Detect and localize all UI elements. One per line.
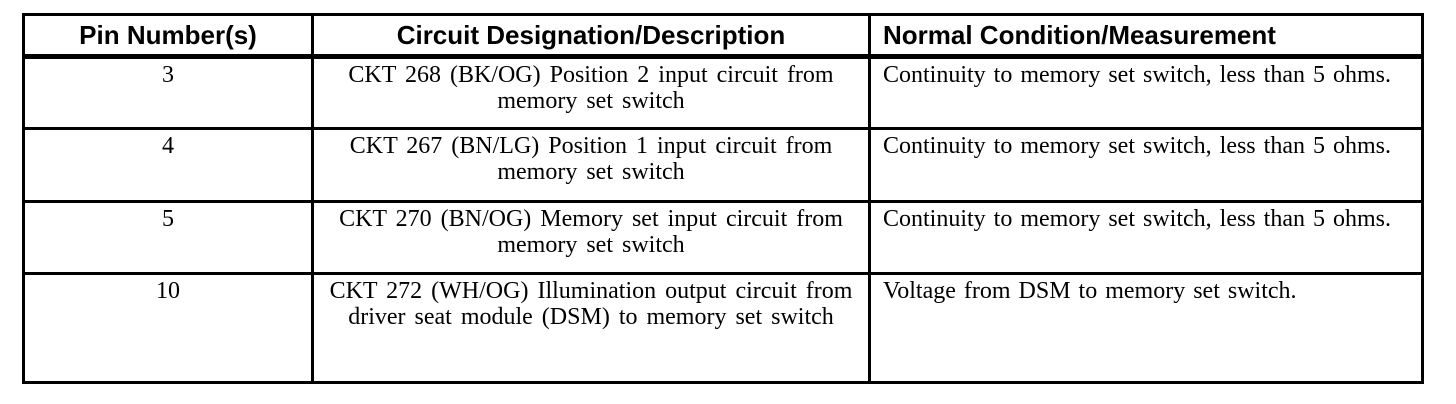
header-row: Pin Number(s) Circuit Designation/Descri… [22, 13, 1424, 59]
circuit-description-cell: CKT 268 (BK/OG) Position 2 input circuit… [311, 55, 871, 130]
header-circuit-designation: Circuit Designation/Description [311, 13, 871, 59]
pin-number-cell: 4 [22, 127, 314, 203]
table-body: 3 CKT 268 (BK/OG) Position 2 input circu… [22, 55, 1424, 384]
table-row: 3 CKT 268 (BK/OG) Position 2 input circu… [22, 55, 1424, 130]
normal-condition-cell: Continuity to memory set switch, less th… [868, 55, 1424, 130]
pin-number-cell: 10 [22, 272, 314, 384]
normal-condition-cell: Continuity to memory set switch, less th… [868, 127, 1424, 203]
header-normal-condition: Normal Condition/Measurement [868, 13, 1424, 59]
normal-condition-cell: Continuity to memory set switch, less th… [868, 200, 1424, 275]
normal-condition-cell: Voltage from DSM to memory set switch. [868, 272, 1424, 384]
table-row: 10 CKT 272 (WH/OG) Illumination output c… [22, 272, 1424, 384]
header-pin-numbers: Pin Number(s) [22, 13, 314, 59]
pin-number-cell: 3 [22, 55, 314, 130]
pin-number-cell: 5 [22, 200, 314, 275]
table-row: 4 CKT 267 (BN/LG) Position 1 input circu… [22, 127, 1424, 203]
table-row: 5 CKT 270 (BN/OG) Memory set input circu… [22, 200, 1424, 275]
circuit-description-cell: CKT 267 (BN/LG) Position 1 input circuit… [311, 127, 871, 203]
circuit-description-cell: CKT 272 (WH/OG) Illumination output circ… [311, 272, 871, 384]
table-header: Pin Number(s) Circuit Designation/Descri… [22, 13, 1424, 59]
pin-connector-table: Pin Number(s) Circuit Designation/Descri… [22, 13, 1424, 384]
circuit-description-cell: CKT 270 (BN/OG) Memory set input circuit… [311, 200, 871, 275]
